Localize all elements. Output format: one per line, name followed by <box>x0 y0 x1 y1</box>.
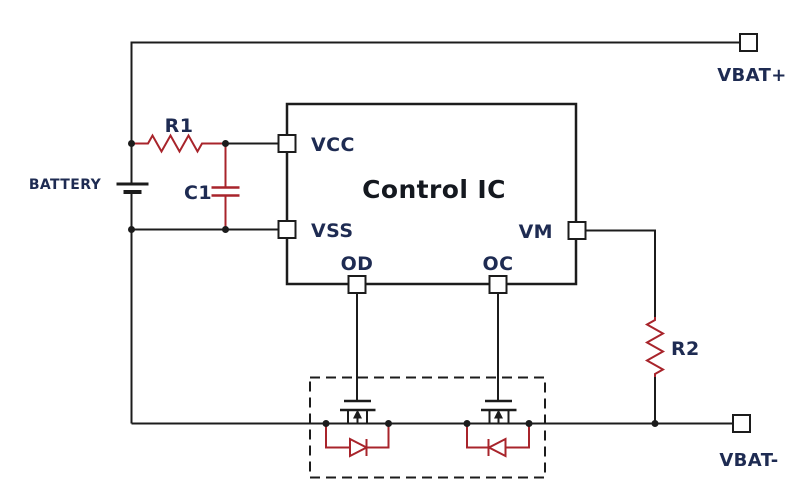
capacitor-c1-symbol <box>211 143 240 230</box>
junction-dot <box>525 420 533 427</box>
mosfet2-body-arrow <box>494 409 503 419</box>
junction-dot <box>128 140 135 147</box>
pin-od-label: OD <box>341 253 374 275</box>
r1-label: R1 <box>165 115 194 137</box>
diode1-cathode-lead <box>367 423 390 449</box>
wire-top-rail-vbat-plus <box>130 41 740 144</box>
pin-oc-square <box>488 275 508 294</box>
control-ic-title: Control IC <box>362 175 506 204</box>
junction-dot <box>463 420 471 427</box>
wiring <box>130 41 740 425</box>
junction-dot <box>385 420 392 427</box>
c1-label: C1 <box>184 182 212 204</box>
terminal-vbat-minus-label: VBAT- <box>719 450 778 471</box>
body-diode-1 <box>325 423 390 458</box>
resistor-r1-symbol <box>133 133 222 154</box>
diode2-triangle <box>486 437 507 458</box>
mosfet-charge <box>481 399 517 424</box>
body-diode-2 <box>466 423 530 458</box>
mosfet1-body-arrow <box>353 409 362 419</box>
junction-dot <box>222 226 229 233</box>
diode1-triangle <box>349 437 369 458</box>
battery-symbol <box>116 182 149 194</box>
control-ic-outline <box>285 102 578 286</box>
terminal-vbat-plus-label: VBAT+ <box>717 65 787 86</box>
diode2-anode-lead <box>505 423 530 449</box>
junction-dot <box>128 226 135 233</box>
junction-dots <box>128 140 659 427</box>
pin-vss-square <box>277 220 297 239</box>
junction-dot <box>322 420 330 427</box>
control-ic <box>277 102 587 294</box>
terminal-vbat-plus-square <box>739 33 758 52</box>
r2-label: R2 <box>671 338 700 360</box>
pin-vcc-label: VCC <box>311 134 355 156</box>
diode1-anode-lead <box>325 423 350 449</box>
mosfet-discharge <box>340 399 376 424</box>
pin-od-square <box>347 275 367 294</box>
dual-mosfet-dashed-box <box>309 376 546 479</box>
junction-dot <box>222 140 229 147</box>
diode2-cathode-lead <box>466 423 489 449</box>
junction-dot <box>651 420 659 427</box>
pin-vcc-square <box>277 134 297 153</box>
terminal-vbat-minus-square <box>732 414 751 433</box>
pin-vm-label: VM <box>519 221 553 243</box>
resistor-r2-symbol <box>644 317 666 377</box>
pin-oc-label: OC <box>483 253 514 275</box>
pin-vss-label: VSS <box>311 220 353 242</box>
pin-vm-square <box>567 221 587 240</box>
wire-vm-to-r2 <box>585 229 656 317</box>
battery-label: BATTERY <box>29 177 102 193</box>
